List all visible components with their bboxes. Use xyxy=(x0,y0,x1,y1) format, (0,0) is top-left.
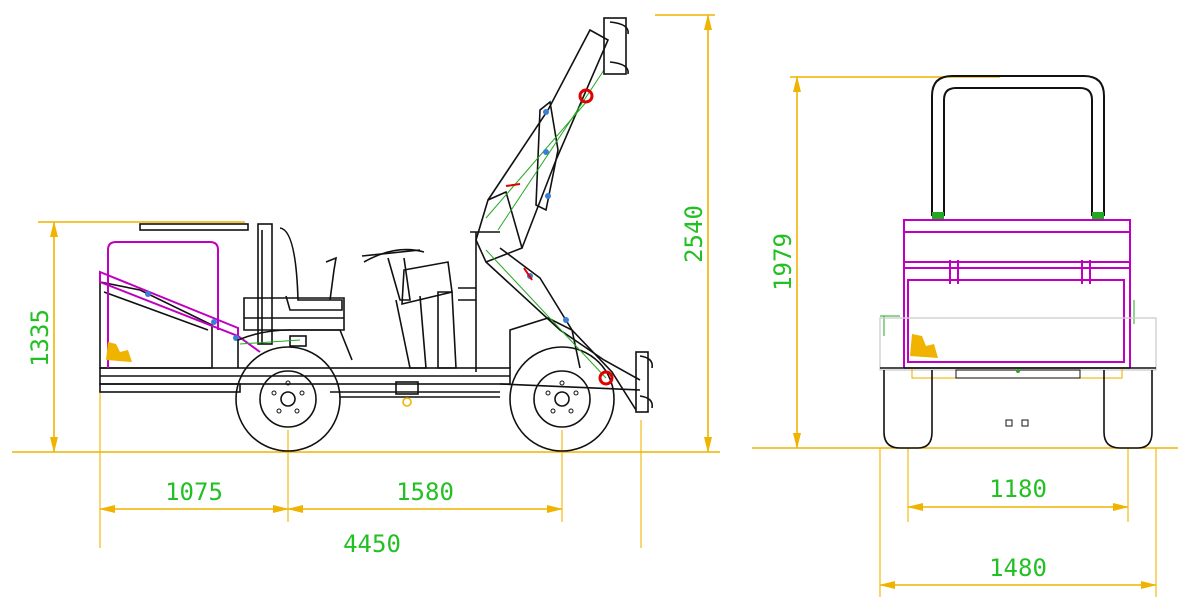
dim-4450-label: 4450 xyxy=(343,530,401,558)
dim-1480-label: 1480 xyxy=(989,554,1047,582)
dim-1580-label: 1580 xyxy=(396,478,454,506)
rear-right-wheel xyxy=(1103,370,1153,449)
side-rear-wheel xyxy=(235,346,341,452)
rear-view: 1979 1180 1480 xyxy=(752,75,1178,597)
dim-1979-label: 1979 xyxy=(769,233,797,291)
loader-arm xyxy=(475,17,654,413)
operator-station xyxy=(139,223,345,347)
side-front-wheel xyxy=(509,346,615,452)
dump-body xyxy=(99,241,261,369)
dim-1335-label: 1335 xyxy=(26,309,54,367)
rops-bar xyxy=(931,75,1105,220)
dim-2540-label: 2540 xyxy=(680,205,708,263)
dim-1075-label: 1075 xyxy=(165,478,223,506)
rear-dump-body xyxy=(880,219,1135,369)
side-chassis xyxy=(99,367,641,407)
rear-left-wheel xyxy=(883,370,933,449)
side-view: 1335 2540 1075 1580 4450 xyxy=(12,14,720,558)
dim-1180-label: 1180 xyxy=(989,475,1047,503)
rear-axle xyxy=(879,317,1157,427)
dashboard xyxy=(361,231,500,372)
